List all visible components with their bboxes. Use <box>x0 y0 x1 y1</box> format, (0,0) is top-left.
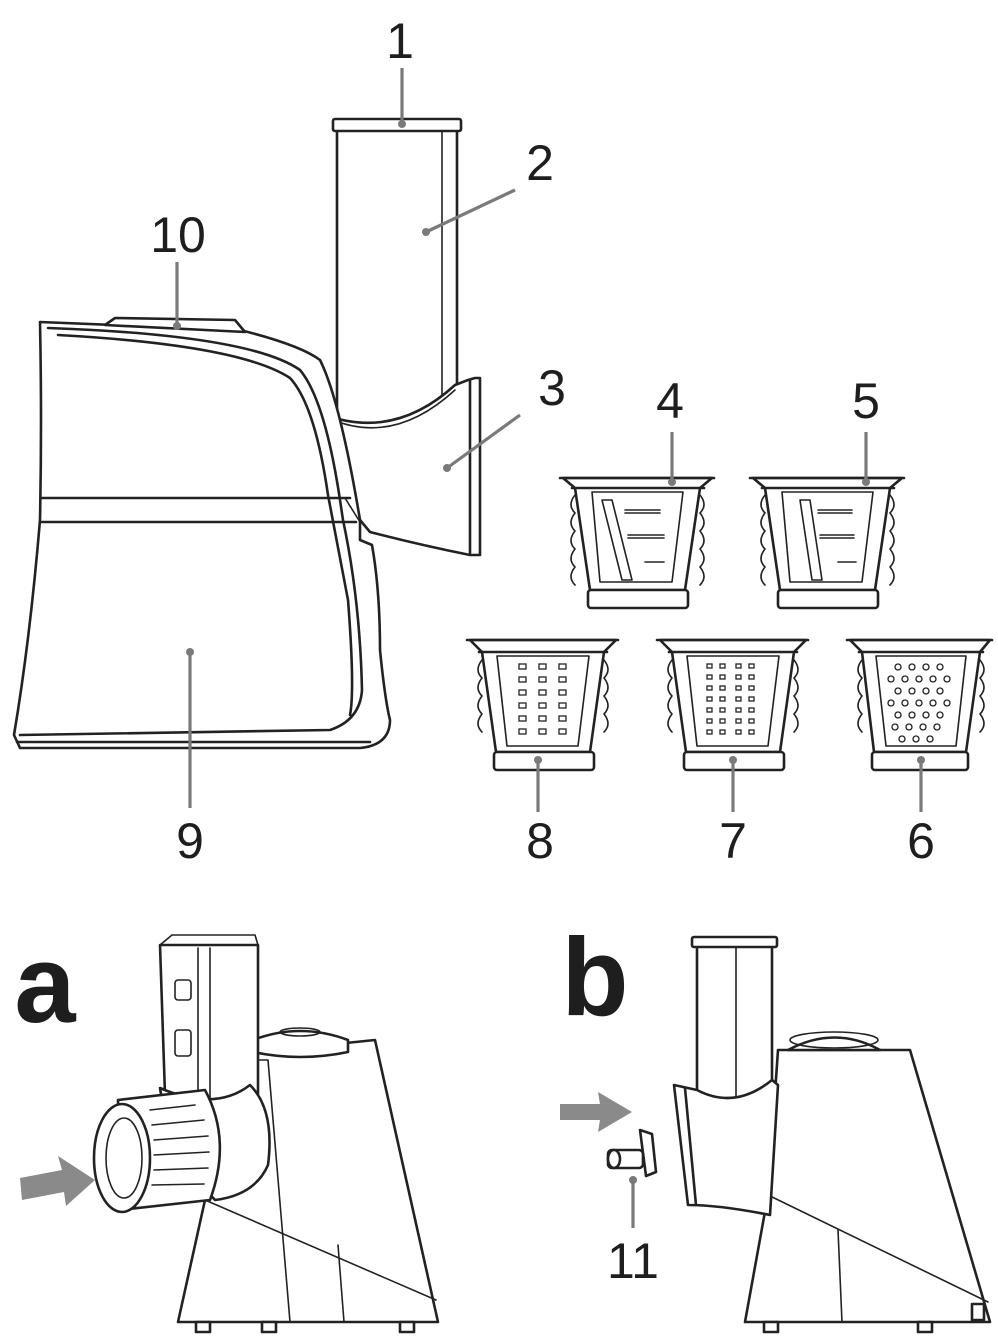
panel-b-housing <box>743 1048 992 1324</box>
callout-5: 5 <box>852 373 880 486</box>
panel-a-label: a <box>14 923 76 1046</box>
panel-b: b <box>560 916 992 1334</box>
callout-4-label: 4 <box>656 373 684 429</box>
callout-2: 2 <box>422 135 554 236</box>
part-11 <box>606 1128 658 1178</box>
callout-5-label: 5 <box>852 373 880 429</box>
slicing-drum-5 <box>748 476 906 610</box>
callout-11: 11 <box>607 1176 659 1289</box>
slicing-drum-4 <box>558 476 716 610</box>
pusher-cap <box>331 117 463 133</box>
grating-drum-7 <box>655 638 810 772</box>
callout-8: 8 <box>526 756 554 869</box>
callout-1-label: 1 <box>386 13 414 69</box>
grating-drum-6 <box>845 638 994 772</box>
panel-b-feed-tube <box>695 943 774 1117</box>
callout-3: 3 <box>443 360 566 472</box>
panel-b-drum-holder <box>672 1078 780 1217</box>
grating-drum-8 <box>465 638 620 772</box>
callout-7: 7 <box>719 756 747 869</box>
callout-10: 10 <box>150 207 206 330</box>
callout-9: 9 <box>176 648 204 869</box>
callout-2-label: 2 <box>526 135 554 191</box>
panel-a: a <box>14 923 440 1334</box>
main-unit-illustration <box>12 117 482 750</box>
callout-6: 6 <box>907 756 935 869</box>
callout-9-label: 9 <box>176 813 204 869</box>
callout-10-label: 10 <box>150 207 206 263</box>
drum-6-holes <box>887 663 951 743</box>
drum-8-holes <box>518 663 567 735</box>
motor-body <box>12 320 392 750</box>
callout-3-label: 3 <box>538 360 566 416</box>
panel-a-drum <box>92 1088 222 1214</box>
callout-6-label: 6 <box>907 813 935 869</box>
panel-b-label: b <box>561 916 628 1039</box>
callout-4: 4 <box>656 373 684 486</box>
callout-7-label: 7 <box>719 813 747 869</box>
drum-7-holes <box>706 663 755 735</box>
panel-b-arrow <box>560 1092 632 1132</box>
callout-8-label: 8 <box>526 813 554 869</box>
callout-11-label: 11 <box>607 1233 659 1289</box>
panel-a-arrow <box>20 1156 95 1206</box>
callout-1: 1 <box>386 13 414 128</box>
feed-tube <box>335 126 459 430</box>
